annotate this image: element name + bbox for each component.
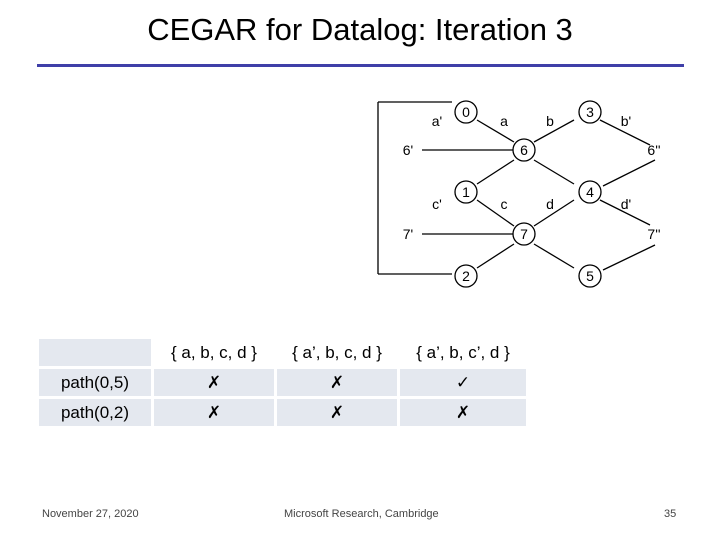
node-0 [454,100,478,124]
node-label-0: 0 [462,104,470,120]
edge-label-b: b [546,113,554,129]
node-5 [578,264,602,288]
table-header-cell: { a’, b, c’, d } [416,342,510,362]
node-4 [578,180,602,204]
title-underline [37,64,684,67]
edge-6pp-to-4 [602,159,656,187]
edge-label-7-prime: 7' [403,226,413,242]
table-header-cell: { a’, b, c, d } [292,342,382,362]
edge-0-to-6 [476,119,515,143]
node-label-6: 6 [520,142,528,158]
table-cell: ✗ [277,399,397,426]
edge-1-to-7 [476,199,515,227]
edge-label-a: a [500,113,508,129]
table-cell: ✗ [154,399,274,426]
edge-6-to-4 [533,159,575,185]
node-label-5: 5 [586,268,594,284]
slide-title: CEGAR for Datalog: Iteration 3 [147,12,573,47]
edge-label-7-double-prime: 7'' [647,226,660,242]
footer-page-number: 35 [664,508,677,520]
edge-label-b-prime: b' [621,113,631,129]
table-header-row: { a, b, c, d } { a’, b, c, d } { a’, b, … [39,339,526,366]
edge-4-to-7 [533,199,575,227]
node-1 [454,180,478,204]
table-row: path(0,5) ✗ ✗ ✓ [39,369,526,396]
edge-7-to-2 [476,243,515,269]
table-cell: ✗ [277,369,397,396]
graph-diagram: 0 3 6 1 4 7 2 5 a' a b b' 6' 6'' c' c d … [377,100,661,288]
edge-6-to-1 [476,159,515,185]
node-2 [454,264,478,288]
table-header-cell: { a, b, c, d } [170,342,257,362]
node-6 [512,138,536,162]
edge-label-6-double-prime: 6'' [647,142,660,158]
table-corner-cell [39,339,151,366]
edge-label-c-prime: c' [432,196,442,212]
edge-label-d-prime: d' [621,196,631,212]
results-table: { a, b, c, d } { a’, b, c, d } { a’, b, … [36,336,529,429]
edge-7pp-to-5 [602,244,656,271]
edge-6-to-3 [533,119,575,143]
node-label-4: 4 [586,184,594,200]
edge-3-to-6pp [599,119,651,146]
edge-label-c: c [501,196,508,212]
table-row: path(0,2) ✗ ✗ ✗ [39,399,526,426]
table-cell: ✓ [400,369,526,396]
node-3 [578,100,602,124]
edge-label-d: d [546,196,554,212]
table-cell: ✗ [154,369,274,396]
edge-label-a-prime: a' [432,113,442,129]
edge-7-to-5 [533,243,575,269]
edge-label-6-prime: 6' [403,142,413,158]
footer-center: Microsoft Research, Cambridge [284,508,439,520]
footer-date: November 27, 2020 [42,508,139,520]
node-label-2: 2 [462,268,470,284]
node-label-7: 7 [520,226,528,242]
table-cell: ✗ [400,399,526,426]
row-label: path(0,2) [39,399,151,426]
node-label-3: 3 [586,104,594,120]
edge-4-to-7pp [599,199,651,226]
node-label-1: 1 [462,184,470,200]
node-7 [512,222,536,246]
row-label: path(0,5) [39,369,151,396]
